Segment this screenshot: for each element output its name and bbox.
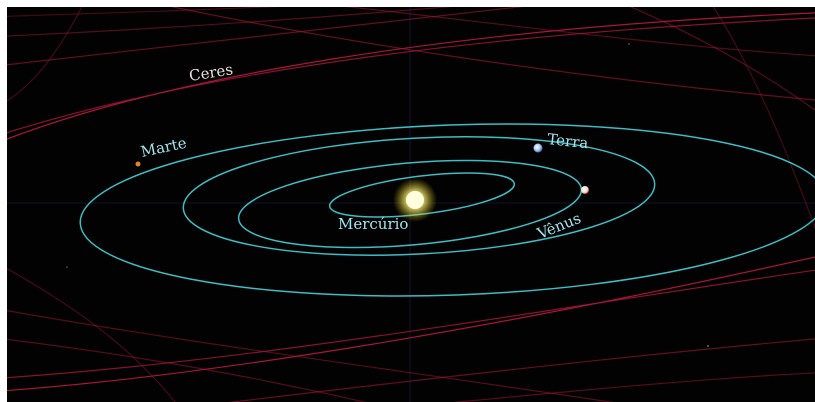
asteroid-orbit-ceres	[7, 12, 815, 140]
sun[interactable]	[393, 178, 437, 222]
label-mercury: Mercúrio	[338, 215, 408, 233]
planet-mars[interactable]	[135, 161, 141, 167]
asteroid-orbit	[7, 7, 83, 102]
planet-earth[interactable]	[533, 143, 543, 153]
solar-system-view: Ceres Marte Terra Mercúrio Vênus	[7, 7, 815, 402]
asteroid-orbit	[7, 7, 453, 37]
asteroid-orbit	[7, 267, 177, 402]
label-mars: Marte	[139, 134, 188, 161]
planet-orbits	[79, 123, 815, 297]
asteroid-orbit	[452, 372, 815, 402]
asteroid-orbit	[7, 269, 815, 379]
asteroid-orbit	[712, 7, 815, 230]
asteroid-orbit	[7, 7, 528, 66]
label-earth: Terra	[547, 130, 590, 152]
orbit-earth	[182, 136, 656, 256]
solar-system-svg: Ceres Marte Terra Mercúrio Vênus	[7, 7, 815, 402]
orbit-mars	[79, 123, 815, 297]
asteroid-orbit	[7, 7, 289, 17]
label-venus: Vênus	[534, 209, 584, 243]
asteroid-orbit	[227, 338, 815, 402]
star	[628, 43, 630, 45]
star	[66, 266, 68, 268]
asteroid-orbit	[7, 309, 615, 402]
asteroid-orbit	[7, 256, 815, 392]
planet-venus[interactable]	[581, 186, 589, 194]
asteroid-orbit	[7, 338, 367, 402]
sun-core	[406, 191, 424, 209]
background-stars	[66, 43, 709, 347]
asteroid-orbit	[629, 7, 815, 111]
asteroid-orbits	[7, 7, 815, 402]
asteroid-orbit	[345, 7, 815, 57]
asteroid-orbit	[7, 17, 815, 134]
asteroid-orbit	[170, 7, 815, 101]
label-ceres: Ceres	[188, 60, 234, 85]
star	[707, 345, 709, 347]
